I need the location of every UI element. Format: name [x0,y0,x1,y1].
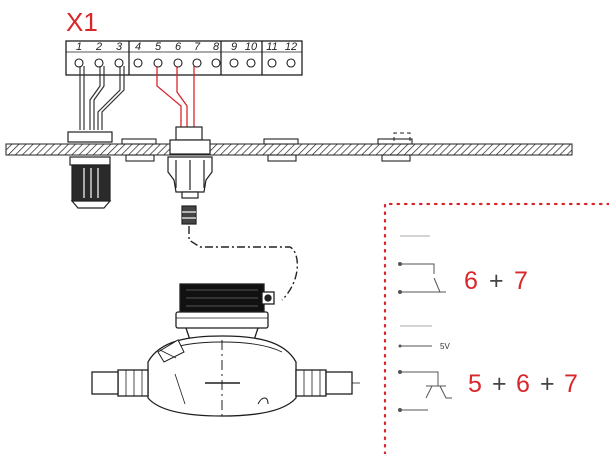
water-meter [91,283,360,420]
terminal-screw-5 [153,58,163,68]
sensor-formula: 5 + 6 + 7 [468,370,578,398]
red-wires [156,66,195,128]
terminal-screw-2 [94,58,104,68]
terminal-screw-6 [173,58,183,68]
terminal-screw-3 [114,58,124,68]
plate-fixtures [121,138,413,162]
formula-term-6b: 6 [516,370,530,398]
terminal-number-3: 3 [116,41,123,53]
terminal-number-11: 11 [266,41,277,53]
formula-term-7: 7 [514,267,528,295]
contact-formula: 6 + 7 [464,267,528,295]
terminal-number-4: 4 [135,41,141,53]
terminal-number-7: 7 [194,41,201,53]
supply-line [398,325,432,348]
terminal-screw-12 [286,58,296,68]
terminal-number-6: 6 [175,41,182,53]
terminal-screw-8 [211,58,221,68]
terminal-number-12: 12 [285,41,297,53]
reed-contact-symbol [398,235,446,294]
sensor-output-symbol [398,370,452,412]
voltage-label: 5V [440,342,450,351]
mounting-plate [5,143,573,156]
formula-term-5: 5 [468,370,482,398]
terminal-screw-9 [229,58,239,68]
cable-gland-right [167,126,213,225]
terminal-screw-1 [74,58,84,68]
terminal-screw-11 [267,58,277,68]
formula-plus: + [489,267,504,295]
terminal-number-10: 10 [245,41,258,53]
dashed-fixture-outline [393,132,411,141]
terminal-number-8: 8 [213,41,220,53]
gray-wires [79,66,125,130]
options-frame [383,202,609,454]
terminal-screw-4 [133,58,143,68]
terminal-number-2: 2 [95,41,102,53]
terminal-number-9: 9 [231,41,237,53]
terminal-screw-10 [246,58,256,68]
terminal-number-5: 5 [155,41,162,53]
formula-plus-2: + [540,370,555,398]
terminal-screw-7 [192,58,202,68]
cable-gland-left [67,131,113,209]
sensor-cable [188,226,299,301]
formula-plus-1: + [492,370,507,398]
terminal-block-label: X1 [66,7,98,37]
formula-term-6: 6 [464,267,478,295]
formula-term-7b: 7 [564,370,578,398]
terminal-number-1: 1 [76,41,82,53]
